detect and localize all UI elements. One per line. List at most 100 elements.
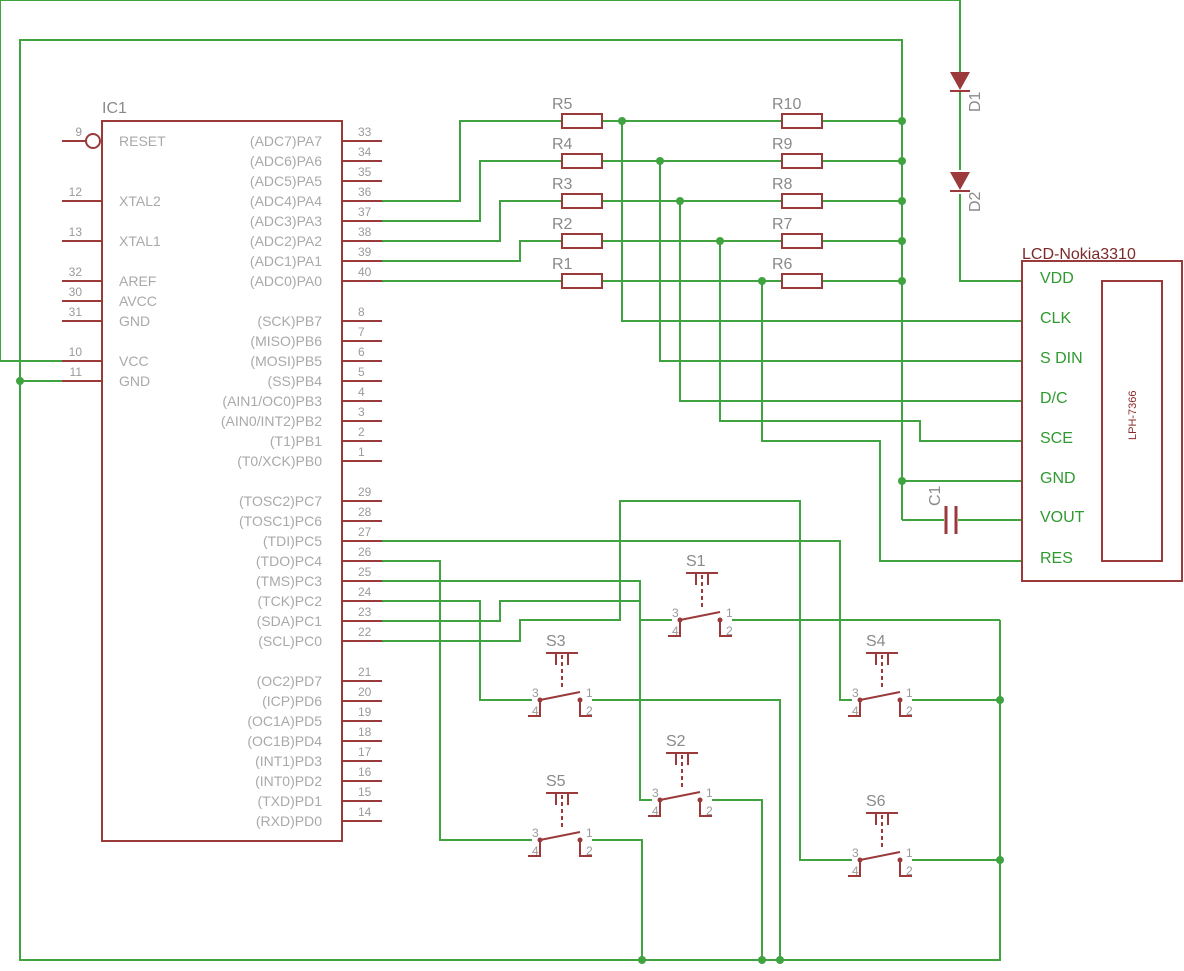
switch-name: S1	[686, 553, 706, 570]
capacitor-c1-label: C1	[927, 485, 944, 506]
junction-dot	[758, 277, 766, 285]
resistor-r6: R6	[772, 256, 823, 289]
junction-dot	[996, 856, 1004, 864]
ic-pin-number: 38	[358, 225, 372, 239]
resistor-r4: R4	[552, 136, 603, 169]
ic-pin-number: 11	[70, 365, 83, 379]
switch-name: S2	[666, 733, 686, 750]
switch-leg	[699, 800, 712, 817]
switch-leg	[848, 860, 861, 877]
resistor-body	[561, 233, 603, 249]
junction-dot	[898, 197, 906, 205]
ic-pin-label: (ADC3)PA3	[250, 213, 322, 229]
ic1-right-pins: 33(ADC7)PA734(ADC6)PA635(ADC5)PA536(ADC4…	[221, 125, 382, 829]
diode-d2-label: D2	[967, 191, 984, 212]
lcd-name: LCD-Nokia3310	[1022, 246, 1136, 263]
switch-lever	[679, 611, 721, 621]
ic-pin-label: (SS)PB4	[268, 373, 323, 389]
ic-pin-number: 35	[358, 165, 372, 179]
ic-pin-number: 36	[358, 185, 372, 199]
lcd-pin-label: VOUT	[1040, 509, 1085, 526]
ic-pin-label: GND	[119, 313, 150, 329]
ic-pin-label: (AIN0/INT2)PB2	[221, 413, 322, 429]
ic-pin-number: 30	[69, 285, 83, 299]
wire-res	[761, 281, 1022, 562]
resistor-r2: R2	[552, 216, 603, 249]
lcd-pin-label: VDD	[1040, 270, 1074, 287]
switch-pin-number: 4	[532, 844, 539, 858]
wire-clk	[621, 121, 1022, 322]
wire-pc0	[342, 619, 540, 642]
ic-pin-label: (TDI)PC5	[263, 533, 322, 549]
resistor-body	[781, 153, 823, 169]
wire-pa4	[342, 120, 562, 202]
ic-pin-label: (TMS)PC3	[256, 573, 322, 589]
switch-pin-number: 1	[706, 786, 713, 800]
switch-pin-number: 2	[726, 624, 733, 638]
diode-d2: D2	[950, 172, 984, 212]
ic-pin-number: 32	[69, 265, 83, 279]
lcd-pin-label: D/C	[1040, 390, 1068, 407]
wire-s6-left	[540, 500, 852, 861]
ic-pin-label: (TXD)PD1	[257, 793, 322, 809]
ic-pin-label: AVCC	[119, 293, 157, 309]
junctions	[16, 117, 1004, 964]
ic-pin-label: (ADC2)PA2	[250, 233, 322, 249]
switch-pin-number: 3	[852, 846, 859, 860]
lcd-inner-label: LPH-7366	[1127, 390, 1139, 440]
switch-leg	[579, 840, 592, 857]
junction-dot	[996, 696, 1004, 704]
wire-s3-out	[592, 699, 781, 960]
switch-name: S5	[546, 773, 566, 790]
ic-pin-number: 18	[358, 725, 372, 739]
switch-leg	[668, 620, 681, 637]
ic-pin-number: 4	[358, 385, 365, 399]
lcd-body	[1021, 260, 1183, 582]
junction-dot	[898, 237, 906, 245]
wire-pc4	[342, 560, 532, 841]
ic-pin-label: (ADC0)PA0	[250, 273, 322, 289]
ic-pin-number: 23	[358, 605, 372, 619]
ic-pin-label: (AIN1/OC0)PB3	[222, 393, 322, 409]
ic-pin-number: 33	[358, 125, 372, 139]
ic-pin-number: 28	[358, 505, 372, 519]
diode-d1: D1	[950, 72, 984, 112]
switch-pin-number: 3	[852, 686, 859, 700]
resistor-label: R8	[772, 176, 793, 193]
ic-pin-label: AREF	[119, 273, 156, 289]
switch-leg	[848, 700, 861, 717]
wire-gnd-bottom	[19, 381, 1001, 961]
ic-pin-label: (SCL)PC0	[258, 633, 322, 649]
ic-pin-label: (MISO)PB6	[250, 333, 322, 349]
ic-pin-number: 24	[358, 585, 372, 599]
wire-sce	[719, 241, 1022, 442]
wire-pc2	[342, 600, 532, 701]
resistor-body	[561, 153, 603, 169]
wires	[0, 0, 1022, 961]
switch-leg	[899, 860, 912, 877]
ic-pin-label: (RXD)PD0	[256, 813, 322, 829]
ic-pin-label: VCC	[119, 353, 149, 369]
diode-d1-label: D1	[967, 91, 984, 112]
junction-dot	[716, 237, 724, 245]
resistor-label: R9	[772, 136, 793, 153]
switch-pin-number: 2	[906, 704, 913, 718]
ic1-left-pins: 9RESET12XTAL213XTAL132AREF30AVCC31GND10V…	[62, 125, 166, 389]
junction-dot	[638, 956, 646, 964]
ic1-body	[101, 120, 343, 842]
resistor-r5: R5	[552, 96, 603, 129]
capacitor-c1: C1	[927, 485, 958, 534]
ic-pin-number: 5	[358, 365, 365, 379]
switch-leg	[528, 840, 541, 857]
ic-pin-number: 14	[358, 805, 372, 819]
switch-name: S6	[866, 793, 886, 810]
resistor-label: R6	[772, 256, 793, 273]
switch-lever	[539, 831, 581, 841]
switch-pin-number: 3	[672, 606, 679, 620]
switch-pin-number: 4	[852, 864, 859, 878]
ic1: IC1 9RESET12XTAL213XTAL132AREF30AVCC31GN…	[62, 100, 382, 842]
